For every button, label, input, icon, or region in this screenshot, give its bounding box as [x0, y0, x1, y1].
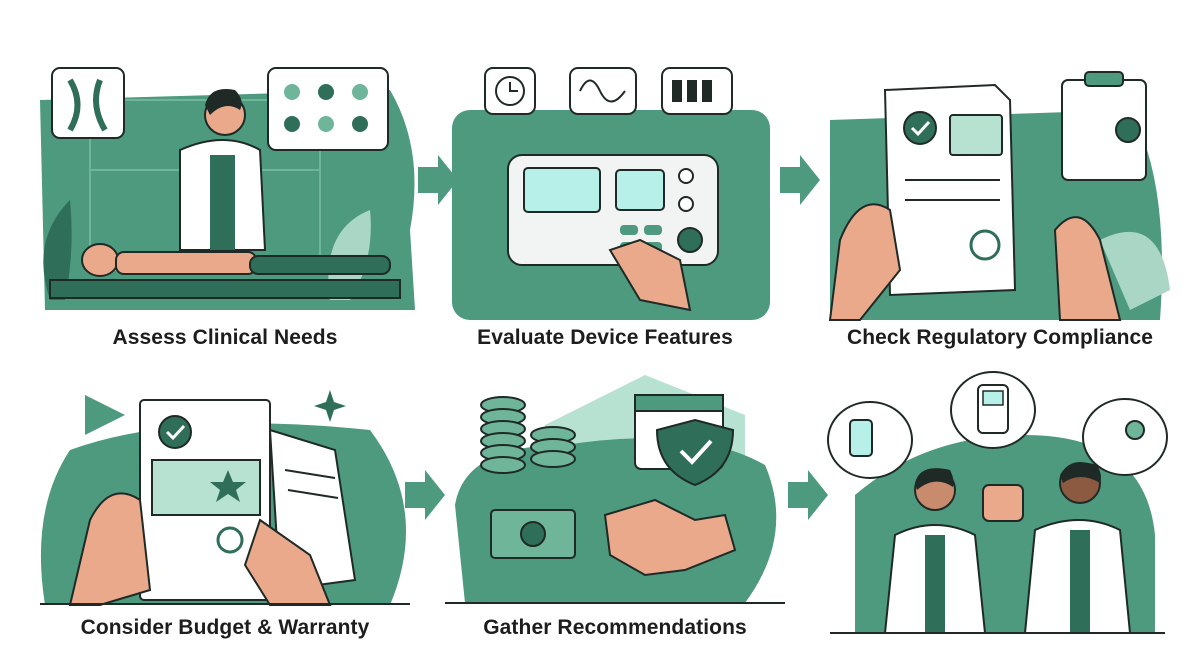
step-evaluate-device-features: Evaluate Device Features [440, 60, 770, 360]
step-consider-budget-warranty: Consider Budget & Warranty [30, 390, 420, 650]
step-clinicians-discussing [825, 371, 1170, 650]
clinician-assessing-patient-icon [40, 67, 415, 310]
step-check-regulatory-compliance: Check Regulatory Compliance [828, 60, 1170, 360]
warranty-document-icon [40, 390, 410, 606]
budget-handshake-icon [445, 375, 785, 604]
step-gather-recommendations: Gather Recommendations [445, 375, 785, 650]
clinicians-discussing-icon [827, 371, 1168, 634]
step-label: Evaluate Device Features [477, 326, 733, 349]
arrow-right-icon [788, 470, 828, 520]
step-label: Assess Clinical Needs [112, 326, 338, 349]
step-assess-clinical-needs: Assess Clinical Needs [30, 60, 420, 360]
step-label: Gather Recommendations [483, 616, 747, 639]
arrow-right-icon [418, 155, 458, 205]
arrow-right-icon [780, 155, 820, 205]
device-control-panel-icon [452, 67, 770, 320]
step-label: Check Regulatory Compliance [846, 326, 1154, 349]
certified-document-icon [828, 71, 1170, 321]
arrow-right-icon [405, 470, 445, 520]
step-label: Consider Budget & Warranty [80, 616, 370, 639]
